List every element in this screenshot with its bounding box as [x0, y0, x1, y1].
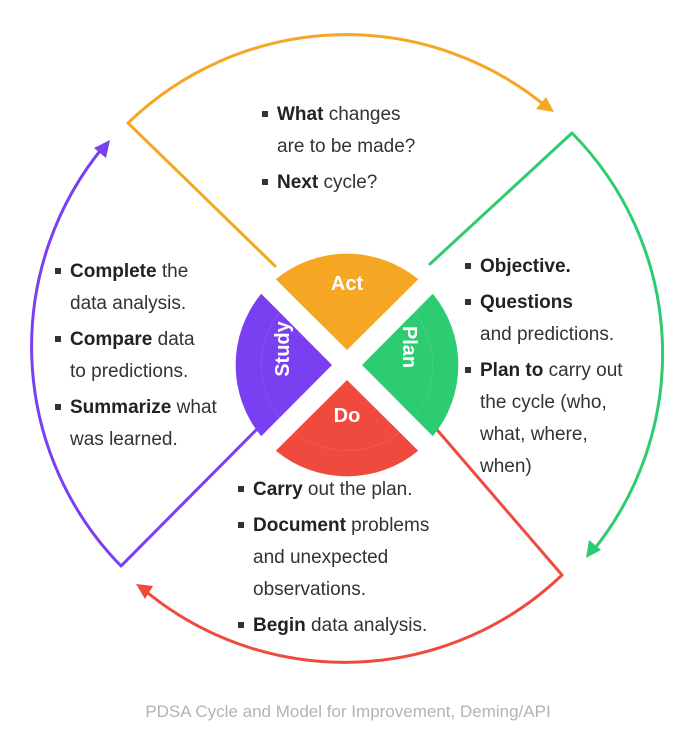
plan-label: Plan	[398, 326, 420, 368]
pdsa-cycle-graphic: Act Plan Do Study	[30, 33, 665, 664]
study-segment	[235, 293, 280, 437]
outer-cycle-arrows	[30, 33, 665, 664]
do-inner-fill	[294, 380, 400, 451]
plan-arrowhead	[586, 540, 601, 558]
act-segment	[275, 253, 419, 298]
act-note-next: Next cycle?	[262, 167, 415, 199]
figure-caption: PDSA Cycle and Model for Improvement, De…	[145, 702, 551, 721]
plan-outer-arc	[428, 131, 665, 554]
act-label: Act	[331, 273, 364, 295]
study-label: Study	[272, 320, 294, 376]
act-outer-arc	[126, 33, 550, 268]
do-outer-arc	[141, 408, 564, 664]
do-label: Do	[334, 405, 361, 427]
act-inner-fill	[294, 279, 400, 350]
study-inner-fill	[261, 312, 332, 418]
plan-segment	[414, 293, 459, 437]
do-segment	[275, 432, 419, 477]
plan-inner-fill	[362, 312, 433, 418]
act-arrowhead	[536, 97, 554, 112]
center-wheel	[235, 253, 459, 477]
do-note-carry: Carry out the plan.	[238, 474, 429, 506]
do-arrowhead	[136, 584, 153, 599]
do-note-begin: Begin data analysis.	[238, 610, 429, 642]
plan-note-objective: Objective.	[465, 251, 623, 283]
study-outer-arc	[30, 144, 270, 568]
study-arrowhead	[94, 140, 110, 158]
wheel-divider-2	[248, 266, 446, 464]
